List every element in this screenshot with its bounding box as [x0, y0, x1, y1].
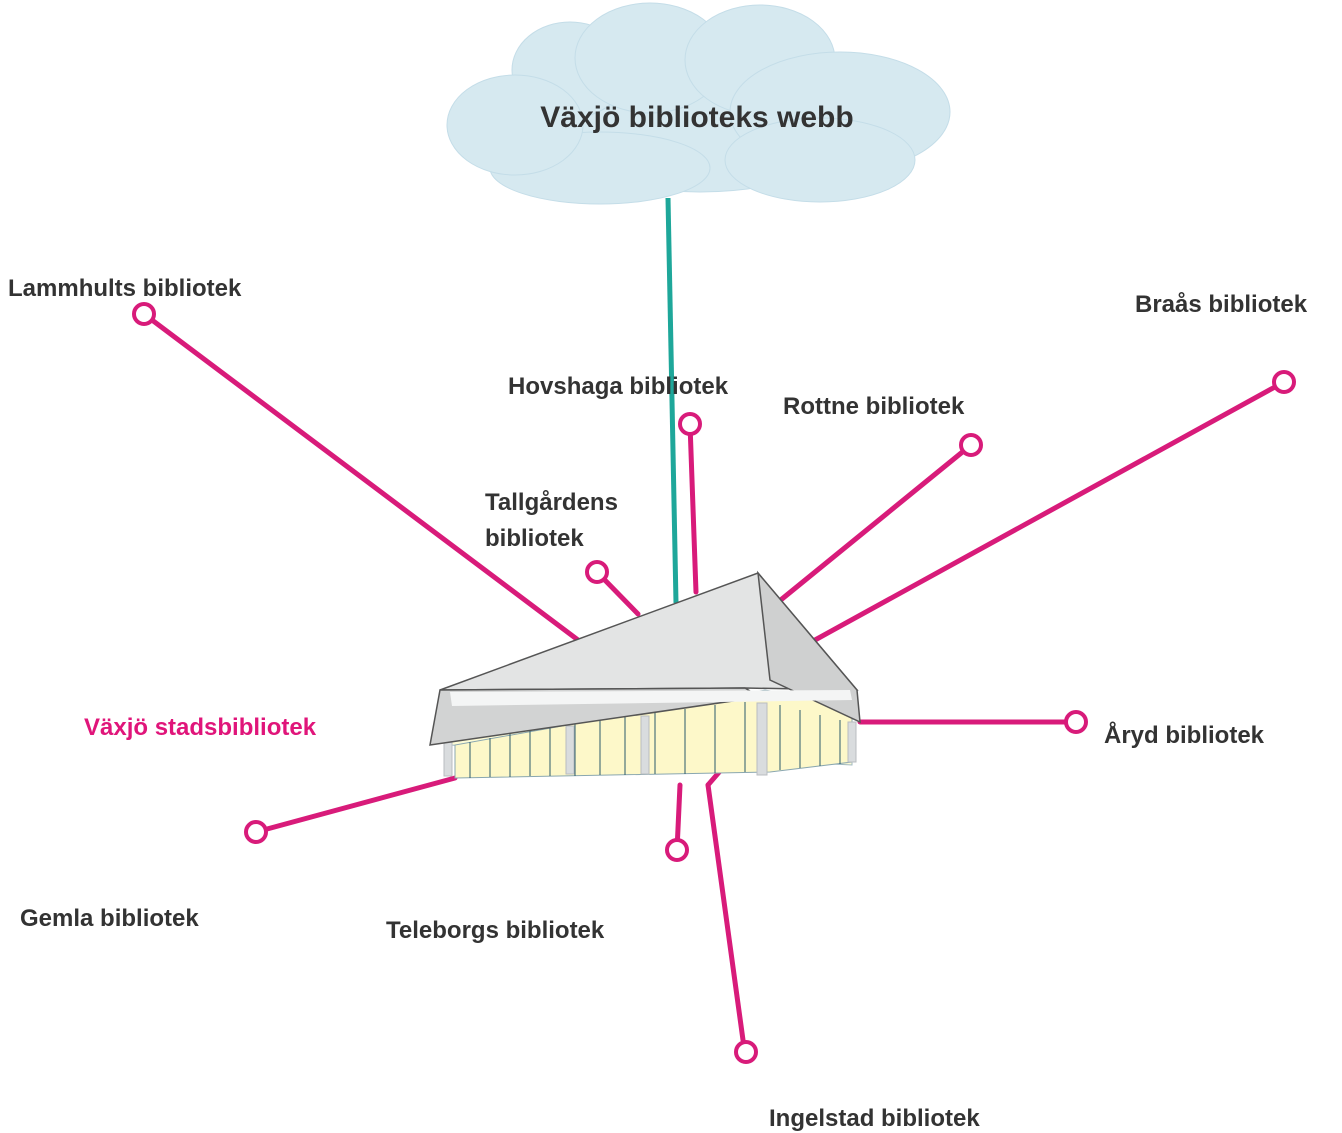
node-tallgarden	[585, 560, 609, 584]
node-gemla	[244, 820, 268, 844]
label-rottne: Rottne bibliotek	[783, 393, 965, 420]
cloud-shape	[446, 2, 951, 205]
cloud: Växjö biblioteks webb	[446, 2, 951, 205]
building-roof-side	[756, 570, 861, 724]
node-rottne	[959, 433, 983, 457]
cloud-label: Växjö biblioteks webb	[540, 101, 853, 134]
node-hovshaga	[678, 412, 702, 436]
node-lammhult	[132, 302, 156, 326]
branch-line-gemla	[253, 775, 458, 835]
building-illustration	[429, 570, 861, 779]
building-mullions	[469, 702, 841, 778]
label-teleborg: Teleborgs bibliotek	[386, 917, 605, 944]
node-aryd	[1064, 710, 1088, 734]
node-braas	[1272, 370, 1296, 394]
building-roof-band	[450, 690, 852, 706]
node-teleborg	[665, 838, 689, 862]
label-tallgarden-line1: Tallgårdens	[485, 489, 618, 516]
label-hovshaga: Hovshaga bibliotek	[508, 373, 729, 400]
branch-line-braas	[812, 379, 1287, 643]
label-main-library: Växjö stadsbibliotek	[84, 714, 317, 741]
building-pillars	[443, 702, 857, 777]
label-lammhult: Lammhults bibliotek	[8, 275, 242, 302]
label-ingelstad: Ingelstad bibliotek	[769, 1105, 980, 1132]
web-connection-line	[665, 197, 679, 604]
node-ingelstad	[734, 1040, 758, 1064]
branch-line-lammhult	[141, 311, 581, 643]
label-aryd: Åryd bibliotek	[1104, 721, 1265, 749]
label-tallgarden-line2: bibliotek	[485, 525, 584, 552]
branch-line-ingelstad-main	[705, 782, 746, 1043]
branch-line-rottne	[774, 442, 974, 606]
label-gemla: Gemla bibliotek	[20, 905, 199, 932]
branch-line-hovshaga	[687, 421, 699, 595]
label-braas: Braås bibliotek	[1135, 291, 1308, 318]
